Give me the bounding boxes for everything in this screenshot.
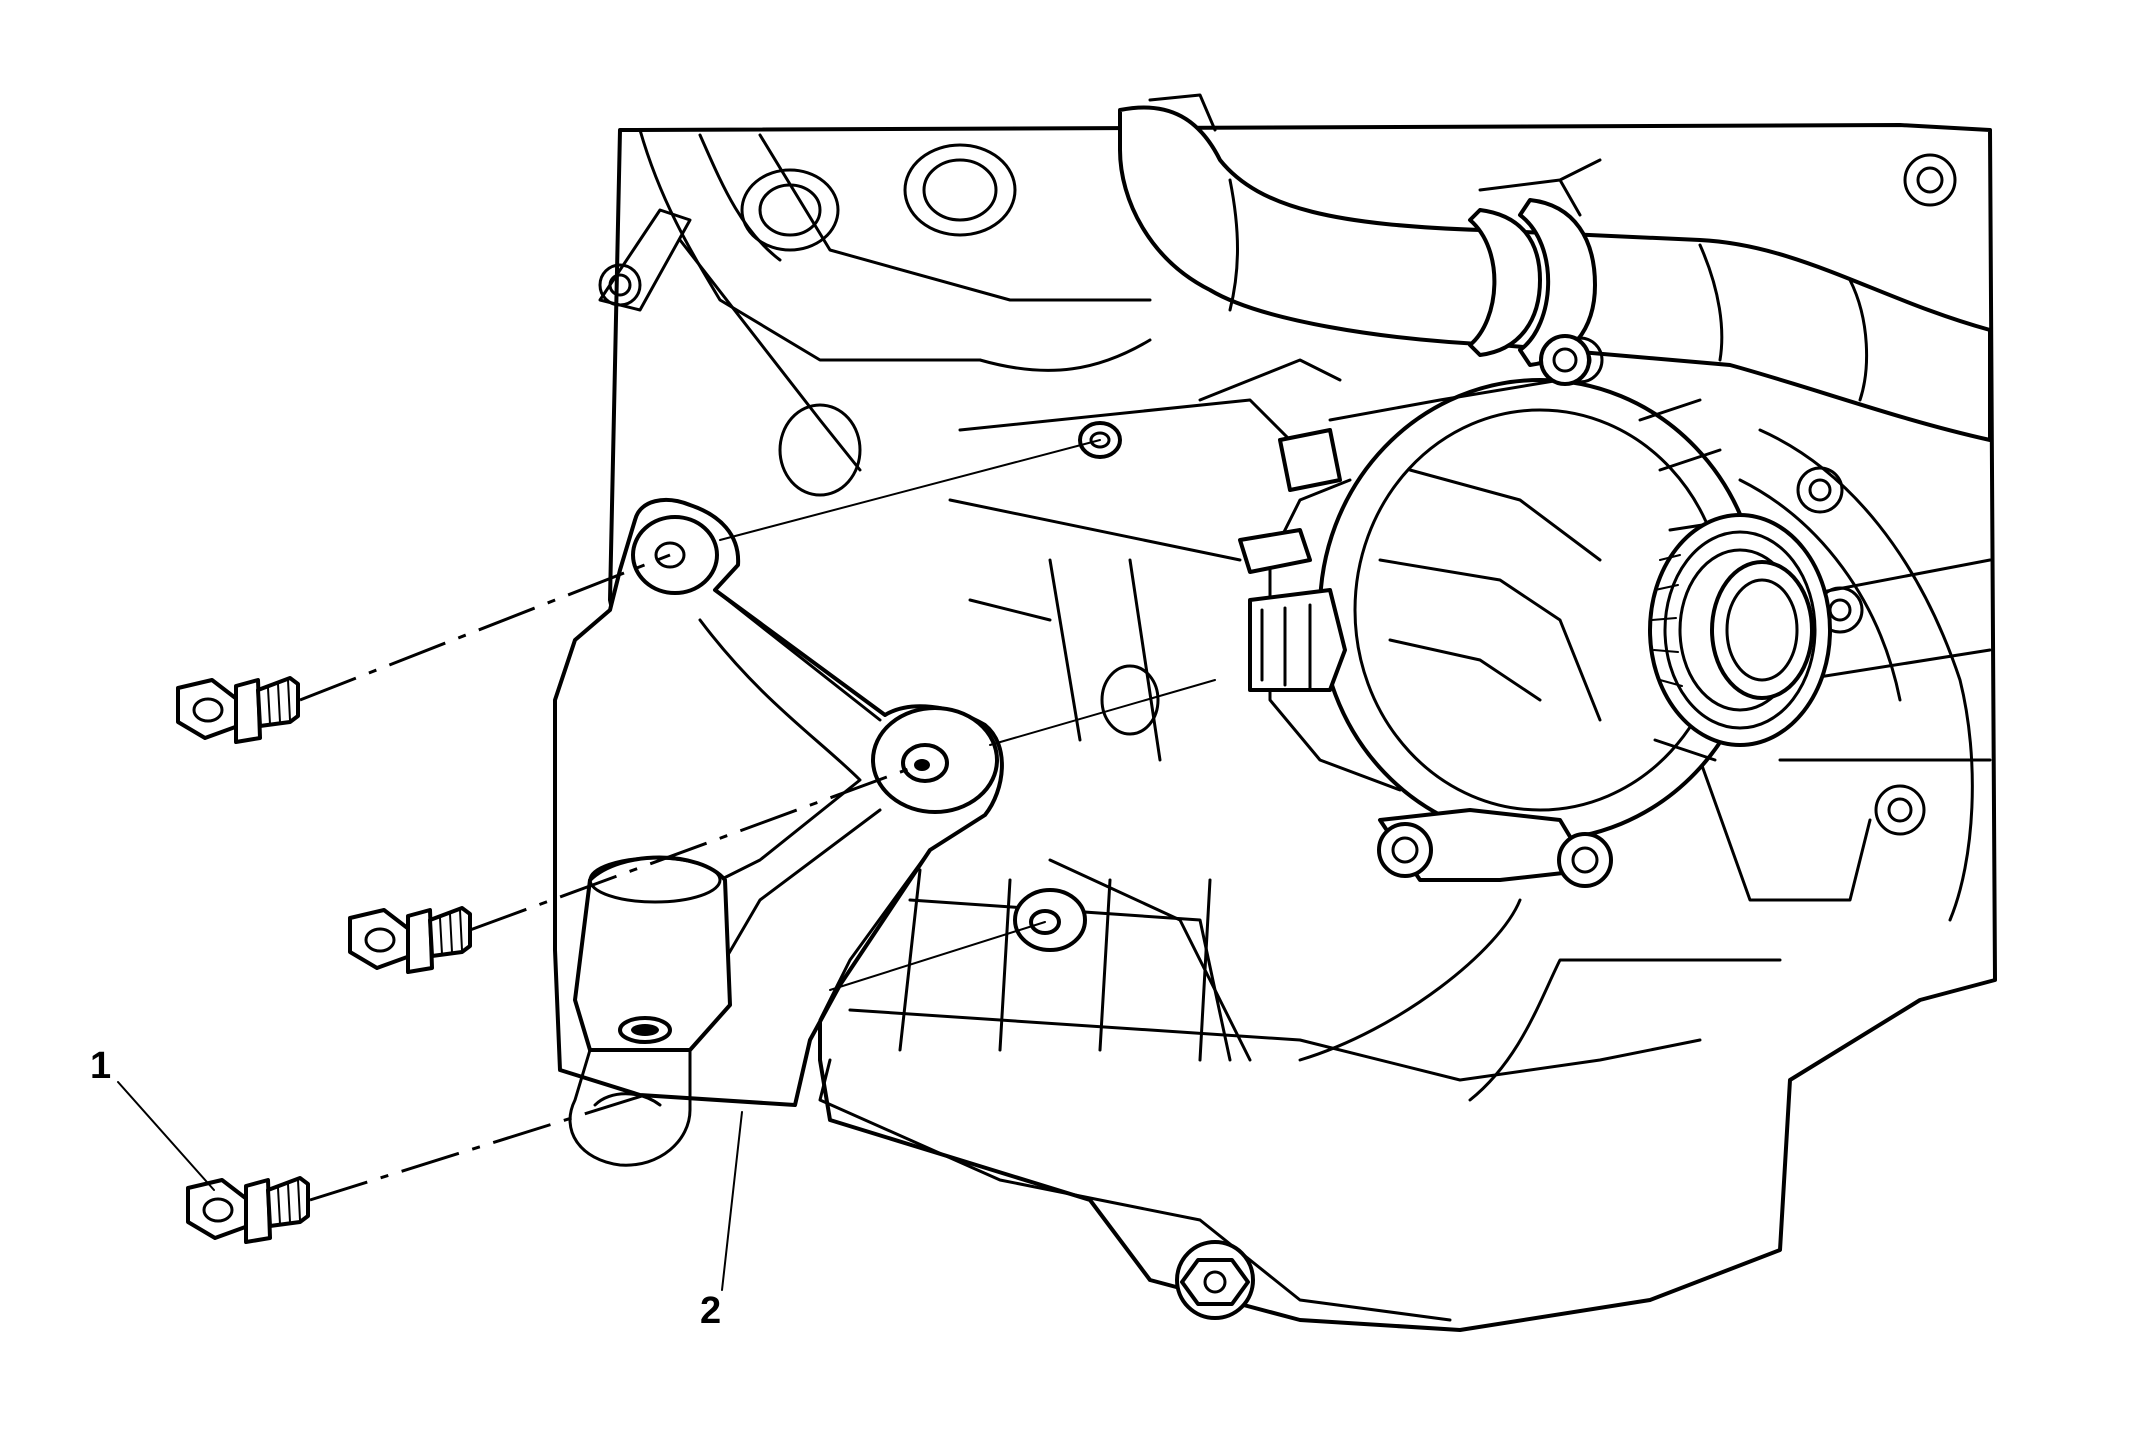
callout-2-label: 2 <box>700 1290 721 1332</box>
generator-assembly <box>1198 334 1832 888</box>
callout-2: 2 <box>700 1111 743 1332</box>
callout-1: 1 <box>90 1045 215 1191</box>
callout-1-label: 1 <box>90 1045 111 1087</box>
bolt-upper <box>176 676 300 744</box>
bolt-lower <box>186 1176 310 1244</box>
bolt-middle <box>348 906 472 974</box>
alignment-lines <box>299 439 1216 1202</box>
generator-bracket <box>553 421 1122 1167</box>
